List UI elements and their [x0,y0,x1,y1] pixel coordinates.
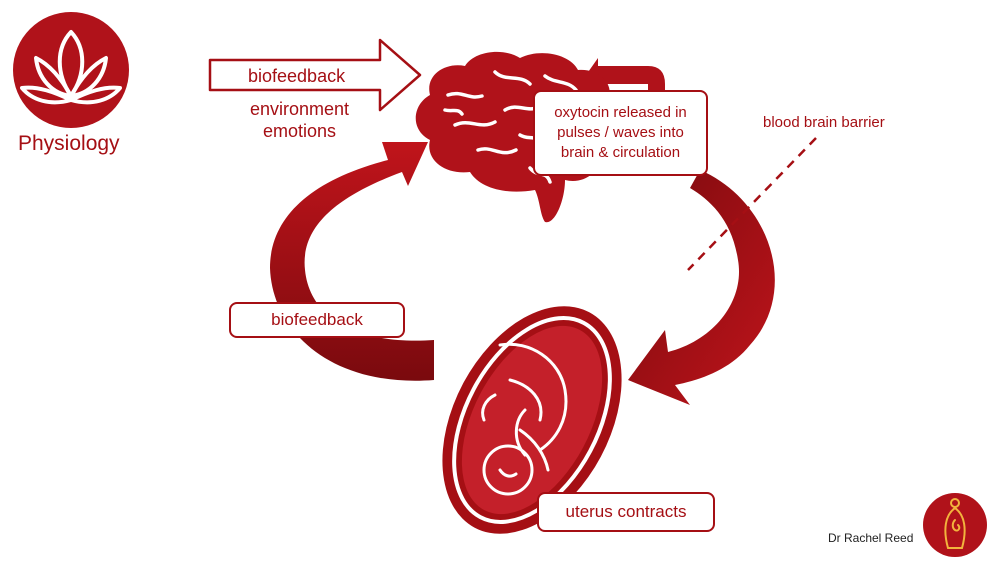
barrier-label: blood brain barrier [763,114,885,131]
uterus-contracts-box: uterus contracts [537,492,715,532]
input-arrow-label: biofeedback [248,66,346,86]
author-credit: Dr Rachel Reed [828,531,914,545]
biofeedback-arrow [270,142,434,381]
input-emotions: emotions [263,121,337,141]
input-arrow [208,38,422,112]
uterus-fetus-icon [442,306,622,534]
goddess-icon [923,493,987,557]
oxytocin-arrow [628,170,775,405]
oxytocin-box: oxytocin released in pulses / waves into… [533,90,708,176]
page-title: Physiology [18,132,120,155]
biofeedback-box: biofeedback [229,302,405,338]
brain-feedback-arrow [586,58,665,100]
input-environment: environment [250,99,350,119]
lotus-icon [13,12,129,128]
inputs-label: environment emotions [250,98,349,142]
